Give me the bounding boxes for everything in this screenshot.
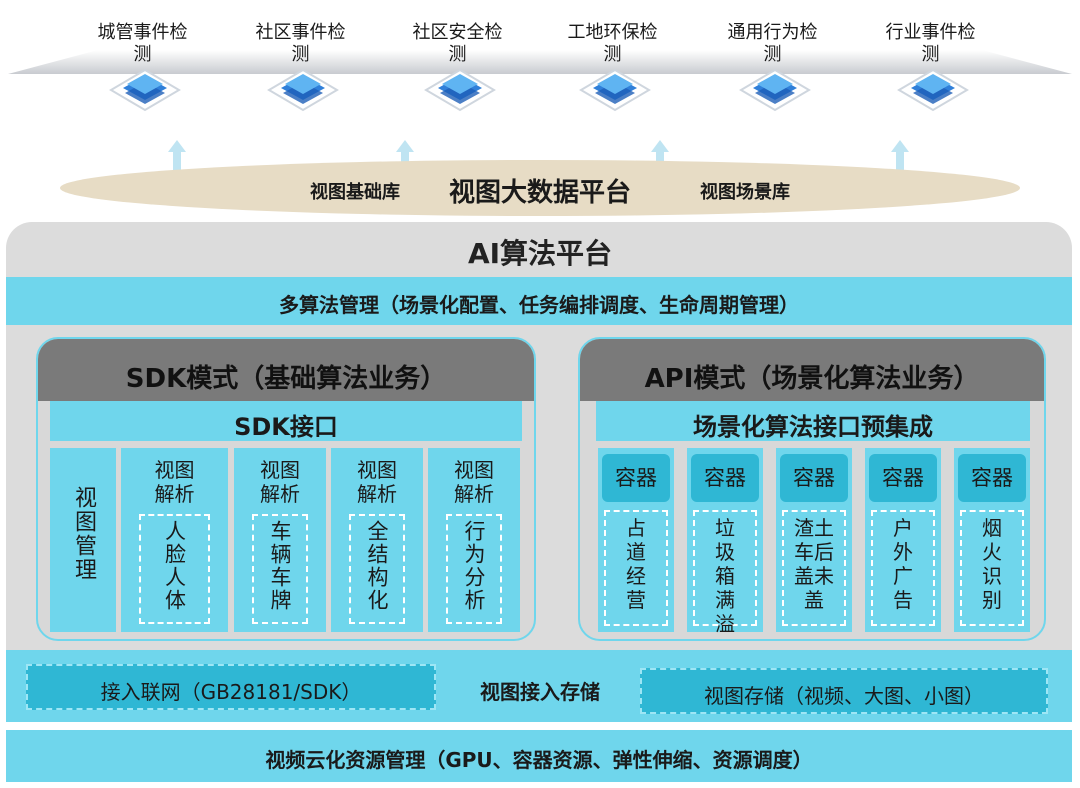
ai-platform-title: AI算法平台	[467, 237, 613, 270]
container-badge: 容器	[602, 454, 670, 502]
container-badge: 容器	[780, 454, 848, 502]
api-container-item: 渣土车后盖未盖	[794, 516, 834, 612]
sdk-analysis-item: 行为分析	[462, 520, 486, 612]
sdk-view-mgmt-label: 视图管理	[71, 486, 96, 582]
chip-icon	[267, 66, 339, 118]
sdk-analysis-col: 视图解析行为分析	[428, 448, 520, 632]
cloud-bar	[6, 730, 1072, 782]
sdk-analysis-item: 全结构化	[365, 520, 389, 612]
cloud-label: 视频云化资源管理（GPU、容器资源、弹性伸缩、资源调度）	[265, 748, 813, 772]
up-arrow-icon	[168, 140, 186, 170]
sdk-view-mgmt-col	[50, 448, 116, 632]
chip-icon	[424, 66, 496, 118]
api-container-col: 容器渣土车后盖未盖	[776, 448, 852, 632]
sdk-analysis-col: 视图解析全结构化	[331, 448, 423, 632]
chip-icon	[739, 66, 811, 118]
bigdata-title: 视图大数据平台	[448, 178, 631, 208]
up-arrow-icon	[396, 140, 414, 170]
api-title: API模式（场景化算法业务）	[644, 364, 980, 394]
sdk-analysis-title: 视图解析	[357, 458, 397, 506]
api-container-col: 容器烟火识别	[954, 448, 1030, 632]
top-item-label: 城管事件检测	[97, 22, 188, 65]
sdk-analysis-title: 视图解析	[154, 458, 195, 506]
multi-algo-label: 多算法管理（场景化配置、任务编排调度、生命周期管理）	[279, 293, 799, 317]
api-panel-head	[580, 339, 1044, 401]
sdk-analysis-box	[349, 514, 405, 624]
access-right-label: 视图存储（视频、大图、小图）	[704, 684, 984, 708]
sdk-analysis-col: 视图解析人脸人体	[121, 448, 228, 632]
container-label: 容器	[882, 466, 924, 490]
sdk-analysis-col: 视图解析车辆车牌	[234, 448, 326, 632]
api-container-box	[871, 510, 935, 626]
api-container-box	[960, 510, 1024, 626]
sdk-analysis-item: 车辆车牌	[268, 520, 292, 612]
bigdata-right-label: 视图场景库	[700, 182, 790, 203]
api-container-box	[693, 510, 757, 626]
api-interface-label: 场景化算法接口预集成	[693, 413, 933, 441]
container-label: 容器	[704, 466, 746, 490]
sdk-analysis-item: 人脸人体	[162, 520, 187, 612]
sdk-title: SDK模式（基础算法业务）	[125, 364, 447, 394]
api-interface-bar	[596, 401, 1030, 441]
top-item-label: 行业事件检测	[885, 22, 976, 65]
bigdata-left-label: 视图基础库	[310, 182, 400, 203]
api-container-col: 容器户外广告	[865, 448, 941, 632]
sdk-analysis-box	[446, 514, 502, 624]
access-left-box	[26, 664, 436, 710]
api-container-item: 户外广告	[893, 516, 913, 612]
sdk-panel-head	[38, 339, 534, 401]
chip-icon	[579, 66, 651, 118]
chip-icon	[897, 66, 969, 118]
api-container-item: 占道经营	[626, 516, 646, 612]
container-label: 容器	[793, 466, 835, 490]
access-left-label: 接入联网（GB28181/SDK）	[100, 680, 362, 704]
up-arrow-icon	[891, 140, 909, 170]
sdk-interface-bar	[50, 401, 522, 441]
api-container-col: 容器垃圾箱满溢	[687, 448, 763, 636]
sdk-analysis-box	[139, 514, 210, 624]
sdk-interface-label: SDK接口	[234, 413, 338, 441]
access-center-label: 视图接入存储	[480, 680, 600, 704]
chip-icon	[109, 66, 181, 118]
sdk-analysis-box	[252, 514, 308, 624]
sdk-analysis-title: 视图解析	[260, 458, 300, 506]
api-container-item: 烟火识别	[982, 516, 1002, 612]
container-badge: 容器	[691, 454, 759, 502]
access-right-box	[640, 668, 1048, 714]
sdk-analysis-title: 视图解析	[454, 458, 494, 506]
top-item-label: 社区安全检测	[412, 22, 503, 65]
api-container-box	[604, 510, 668, 626]
top-band	[8, 40, 1072, 80]
container-label: 容器	[971, 466, 1013, 490]
container-label: 容器	[615, 466, 657, 490]
api-container-col: 容器占道经营	[598, 448, 674, 632]
bigdata-ellipse	[60, 160, 1020, 216]
top-band-shape	[8, 50, 1072, 74]
multi-algo-bar	[6, 277, 1072, 325]
api-container-item: 垃圾箱满溢	[715, 516, 735, 636]
container-badge: 容器	[869, 454, 937, 502]
top-item-label: 通用行为检测	[727, 22, 818, 65]
top-item-label: 社区事件检测	[255, 22, 346, 65]
top-item-label: 工地环保检测	[567, 22, 658, 65]
api-container-box	[782, 510, 846, 626]
container-badge: 容器	[958, 454, 1026, 502]
up-arrow-icon	[651, 140, 669, 170]
